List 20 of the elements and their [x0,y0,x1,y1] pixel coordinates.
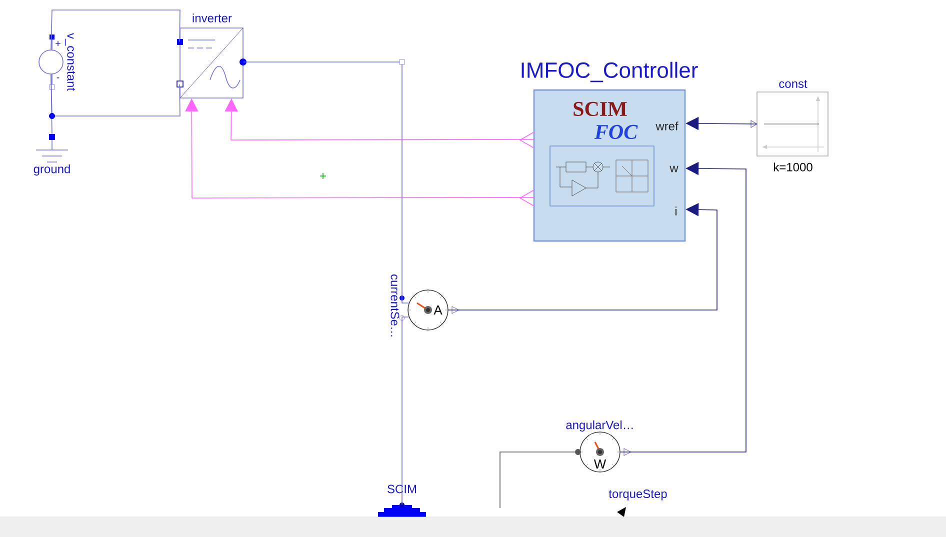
block-title: ground [34,164,70,176]
block-title: IMFOC_Controller [522,62,698,82]
block-title: const [779,80,808,88]
meter-letter: W [594,460,606,468]
block-title: torqueStep [608,490,667,500]
block-title: angularVel… [566,420,633,432]
block-title: currentSe… [390,274,400,336]
polarity-sign: + [56,41,60,46]
wire [50,74,52,134]
block-title: SCIM [388,484,416,494]
source-label: v_constant [64,33,76,91]
block-title: inverter [192,14,232,22]
wire [243,62,410,304]
meter-letter: A [434,306,442,314]
wire [50,10,180,50]
parameter-label: k=1000 [774,162,812,172]
wire [500,452,580,508]
arrow [448,203,718,310]
polarity-sign: - [56,77,60,78]
wire [402,316,410,506]
